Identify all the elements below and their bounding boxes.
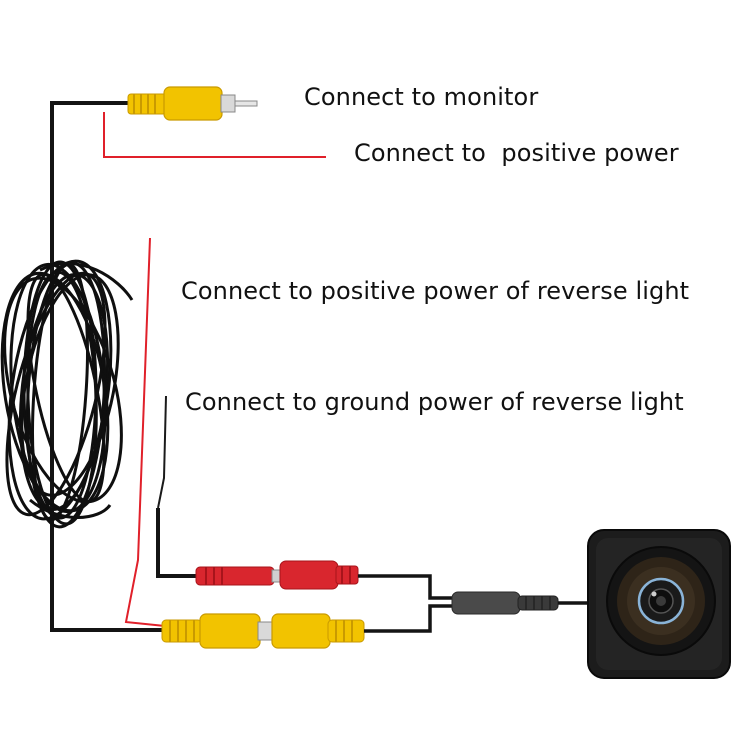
yellow-connector-to-camera-cable: [364, 604, 455, 633]
power-wire-top: [103, 112, 326, 158]
label-connect-to-reverse-light-positive: Connect to positive power of reverse lig…: [181, 277, 690, 305]
backup-camera-icon: [587, 529, 731, 679]
reverse-positive-wire: [124, 237, 166, 627]
coiled-cable-icon: [0, 259, 134, 529]
label-connect-to-reverse-light-ground: Connect to ground power of reverse light: [185, 388, 684, 416]
yellow-rca-plug-icon: [127, 86, 258, 121]
main-video-cable: [50, 101, 170, 632]
red-rca-connector-icon: [195, 560, 359, 590]
red-connector-to-camera-cable: [358, 574, 455, 600]
yellow-rca-connector-icon: [161, 613, 365, 649]
reverse-ground-wire: [157, 395, 167, 509]
cable-junction-sleeve: [451, 591, 592, 615]
red-connector-cable: [156, 508, 198, 578]
label-connect-to-monitor: Connect to monitor: [304, 83, 539, 111]
label-connect-to-positive-power: Connect to positive power: [354, 139, 679, 167]
